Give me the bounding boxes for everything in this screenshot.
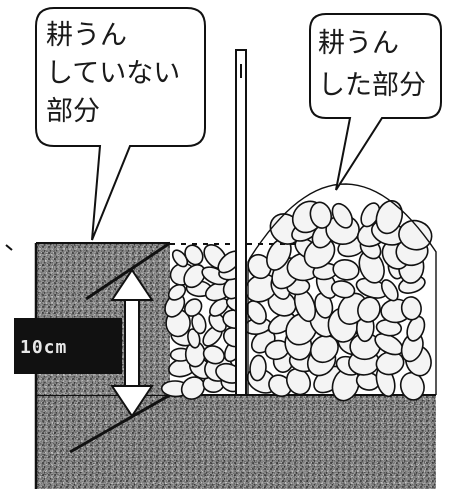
tilled-callout-line-1: 耕うん bbox=[318, 28, 399, 59]
soil-clod bbox=[184, 244, 204, 266]
soil-clod bbox=[330, 280, 356, 299]
soil-clod bbox=[406, 315, 426, 342]
depth-label-text: 10cm bbox=[20, 337, 67, 358]
soil-clod bbox=[268, 374, 292, 398]
soil-clod bbox=[167, 283, 187, 301]
edge-mark bbox=[5, 244, 13, 251]
soil-clod bbox=[380, 279, 399, 302]
tilled-callout: 耕うん した部分 bbox=[309, 13, 442, 191]
depth-guide-lines bbox=[69, 241, 171, 454]
subsoil-layer bbox=[36, 394, 436, 489]
soil-clod bbox=[286, 367, 311, 396]
soil-clod bbox=[309, 201, 333, 229]
mid-clod-column bbox=[160, 244, 249, 400]
untilled-callout-line-2: していない bbox=[46, 58, 180, 89]
soil-clod bbox=[187, 328, 201, 349]
soil-clod bbox=[399, 371, 425, 401]
soil-clod bbox=[398, 219, 433, 251]
tilled-callout-line-2: した部分 bbox=[318, 70, 426, 101]
soil-clod bbox=[245, 300, 267, 325]
soil-clod bbox=[202, 345, 226, 365]
soil-clod bbox=[183, 264, 206, 289]
soil-clod bbox=[331, 202, 353, 229]
soil-clod bbox=[249, 354, 267, 382]
soil-clod bbox=[400, 296, 422, 321]
untilled-callout-line-3: 部分 bbox=[46, 96, 100, 127]
depth-label: 10cm bbox=[14, 318, 122, 374]
measuring-stake bbox=[235, 49, 247, 396]
untilled-callout-line-1: 耕うん bbox=[46, 20, 127, 51]
soil-clod bbox=[184, 298, 203, 317]
soil-clod bbox=[180, 376, 206, 400]
soil-clod bbox=[375, 200, 404, 235]
soil-clod bbox=[332, 258, 360, 281]
untilled-callout: 耕うん していない 部分 bbox=[35, 7, 206, 241]
tilled-clod-heap bbox=[243, 183, 437, 402]
depth-arrow bbox=[110, 268, 154, 418]
